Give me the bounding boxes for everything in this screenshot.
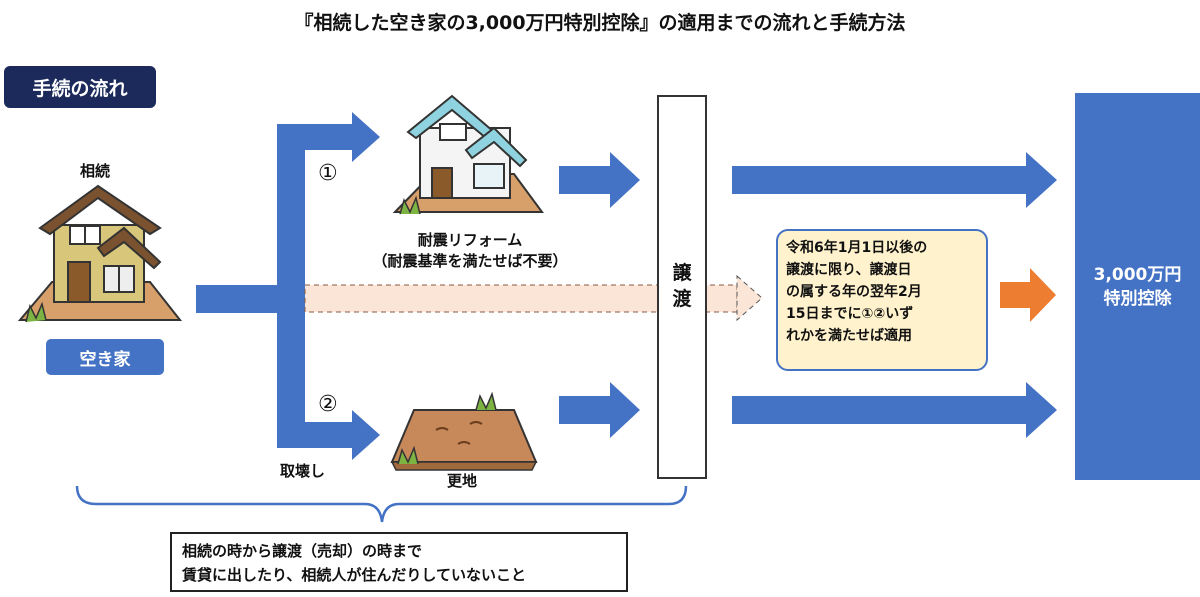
transfer-box: 譲 渡 [657, 95, 707, 479]
note-box: 相続の時から譲渡（売却）の時まで 賃貸に出したり、相続人が住んだりしていないこと [170, 532, 628, 592]
old-house-illustration [17, 184, 183, 323]
land-to-transfer-arrow [559, 382, 640, 438]
condition-line: 令和6年1月1日以後の [786, 240, 928, 256]
route1-marker: ① [318, 161, 338, 186]
transfer-line2: 渡 [672, 288, 692, 310]
condition-line: 15日までに①②いず [786, 306, 914, 322]
condition-box: 令和6年1月1日以後の 譲渡に限り、譲渡日 の属する年の翌年2月 15日までに①… [776, 229, 988, 371]
note-line2: 賃貸に出したり、相続人が住んだりしていないこと [182, 566, 526, 584]
page-title: 『相続した空き家の3,000万円特別控除』の適用までの流れと手続方法 [294, 12, 906, 34]
reform-to-transfer-arrow [559, 152, 640, 208]
route2-marker: ② [318, 392, 338, 417]
deduction-box: 3,000万円 特別控除 [1075, 93, 1200, 480]
note-line1: 相続の時から譲渡（売却）の時まで [182, 542, 423, 560]
orange-arrow [1000, 268, 1056, 322]
condition-line: の属する年の翌年2月 [786, 284, 922, 300]
deduction-line1: 3,000万円 [1093, 264, 1182, 285]
upper-branch-arrow [277, 112, 380, 162]
upper-long-arrow [732, 152, 1057, 208]
reform-caption-line2: （耐震基準を満たせば不要） [372, 252, 568, 270]
vacant-lot-label: 更地 [446, 472, 477, 490]
lower-long-arrow [732, 382, 1057, 438]
trunk-arrow [196, 285, 281, 313]
inheritance-label: 相続 [79, 162, 110, 180]
section-label: 手続の流れ [4, 66, 156, 108]
branch-bar [277, 124, 305, 448]
reform-caption: 耐震リフォーム （耐震基準を満たせば不要） [340, 230, 600, 272]
period-brace [75, 485, 688, 523]
lower-branch-arrow [277, 410, 380, 460]
vacant-house-badge: 空き家 [46, 339, 164, 375]
deduction-line2: 特別控除 [1103, 288, 1172, 309]
transfer-line1: 譲 [672, 262, 692, 285]
vacant-lot-illustration [390, 391, 538, 471]
reformed-house-illustration [392, 94, 544, 215]
condition-line: れかを満たせば適用 [786, 328, 912, 344]
condition-line: 譲渡に限り、譲渡日 [786, 262, 912, 278]
reform-caption-line1: 耐震リフォーム [417, 231, 523, 249]
demolish-label: 取壊し [280, 462, 326, 480]
